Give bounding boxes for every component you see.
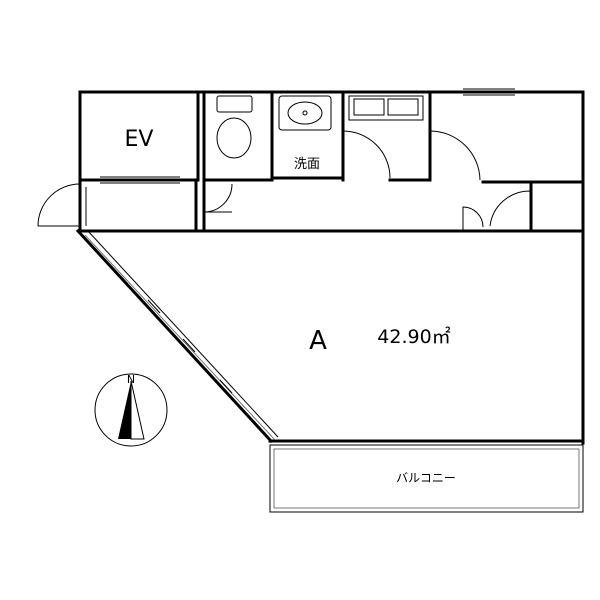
ev-label: EV <box>125 127 154 152</box>
balcony <box>269 444 584 513</box>
doors <box>37 130 531 231</box>
unit-area-label: 42.90㎡ <box>377 325 450 348</box>
washroom-label: 洗面 <box>294 157 320 172</box>
closet-doors <box>462 190 531 231</box>
washroom-door <box>342 130 391 179</box>
compass-north-label: N <box>127 373 135 386</box>
toilet-door <box>203 183 233 213</box>
compass-ring <box>94 373 168 447</box>
unit-letter-label: A <box>309 326 327 356</box>
compass-needle-icon <box>118 381 131 439</box>
room-door <box>429 130 481 181</box>
top-windows <box>100 88 515 184</box>
washbasin-icon <box>278 95 332 131</box>
entrance-door <box>37 182 87 228</box>
balcony-label: バルコニー <box>396 471 456 485</box>
interior-walls <box>78 90 585 233</box>
kitchen-sink-icon <box>348 95 424 121</box>
diagonal-window-wall <box>75 228 279 444</box>
fixtures <box>216 95 424 159</box>
toilet-icon <box>216 95 253 159</box>
compass: N <box>94 373 168 447</box>
outer-walls <box>78 90 585 445</box>
